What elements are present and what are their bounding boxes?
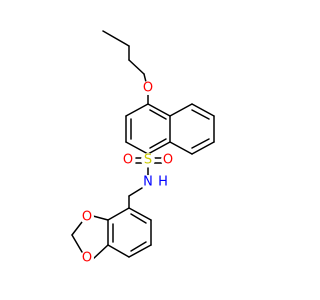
atom-dioxole-oxygen-top-label: O (82, 210, 92, 225)
atom-sulfonyl-oxygen-right-label: O (163, 153, 173, 168)
atom-hydrogen-label: H (158, 175, 168, 190)
atom-sulfonyl-oxygen-right: O (161, 153, 175, 168)
atom-sulfonyl-oxygen-left-label: O (123, 153, 133, 168)
atom-nitrogen: N (141, 175, 155, 190)
naphthalene-ring-right (169, 103, 215, 155)
atom-sulfur-label: S (144, 153, 152, 168)
dioxole-ring (71, 215, 109, 260)
atom-sulfur: S (141, 153, 155, 168)
atom-nitrogen-label: N (143, 175, 153, 190)
atom-ether-oxygen-label: O (143, 81, 153, 96)
molecule-structure: O O S O N H O O (71, 30, 215, 266)
butyl-chain (102, 30, 147, 83)
atom-hydrogen: H (157, 175, 169, 190)
atom-dioxole-oxygen-top: O (80, 210, 94, 225)
benzodioxole-benzene-ring (107, 207, 152, 258)
atom-ether-oxygen: O (141, 81, 155, 96)
atom-sulfonyl-oxygen-left: O (121, 153, 135, 168)
naphthalene-ring-left (125, 103, 171, 155)
atom-dioxole-oxygen-bottom-label: O (82, 251, 92, 266)
atom-dioxole-oxygen-bottom: O (80, 251, 94, 266)
